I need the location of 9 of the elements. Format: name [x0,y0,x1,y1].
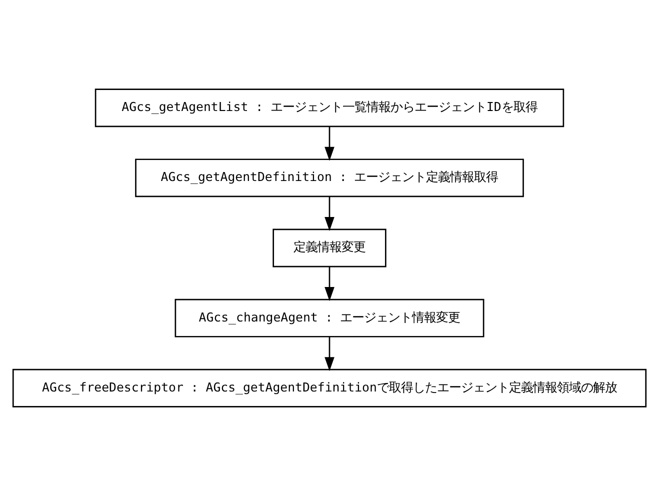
arrow [324,266,334,301]
arrow [324,126,334,160]
node-box: 定義情報変更 [272,228,386,267]
node-box: AGcs_freeDescriptor : AGcs_getAgentDefinitionで取得したエージェント定義情報領域の解放 [12,368,646,407]
node-box: AGcs_getAgentList : エージェント一覧情報からエージェントIDを取得 [94,88,564,127]
node-box: AGcs_getAgentDefinition : エージェント定義情報取得 [134,158,524,197]
arrow [324,196,334,231]
node-box: AGcs_changeAgent : エージェント情報変更 [174,298,484,337]
arrow [324,336,334,371]
